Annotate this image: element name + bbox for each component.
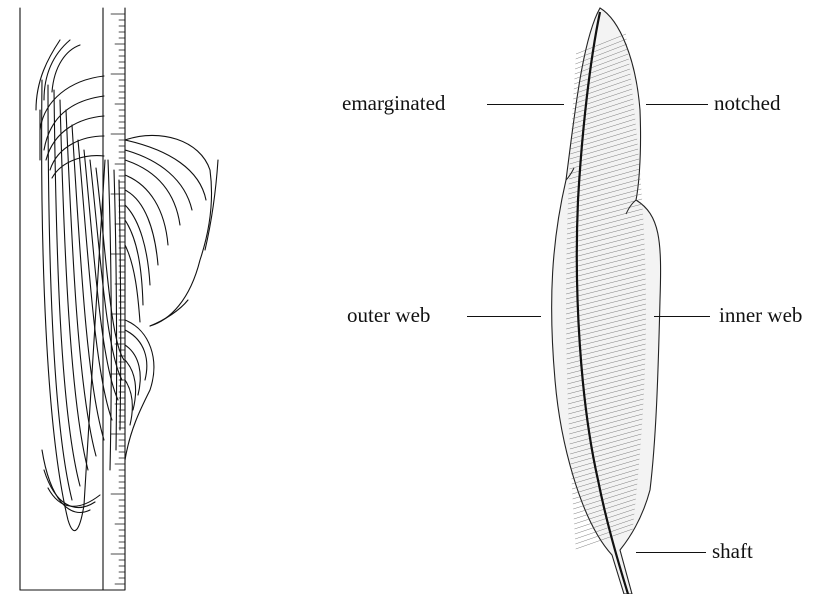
leader-line-inner-web [654,316,710,317]
ruler [103,8,125,590]
leader-line-outer-web [467,316,541,317]
label-outer-web: outer web [347,305,430,326]
feather-shafts [108,160,121,470]
label-emarginated: emarginated [342,93,445,114]
leader-line-emarginated [487,104,564,105]
lower-coverts [125,320,154,460]
label-notched: notched [714,93,780,114]
upper-coverts [36,40,104,178]
secondary-feathers [125,135,218,326]
label-shaft: shaft [712,541,753,562]
leader-line-notched [646,104,708,105]
feather-illustration [552,8,661,594]
label-inner-web: inner web [719,305,802,326]
leader-line-shaft [636,552,706,553]
